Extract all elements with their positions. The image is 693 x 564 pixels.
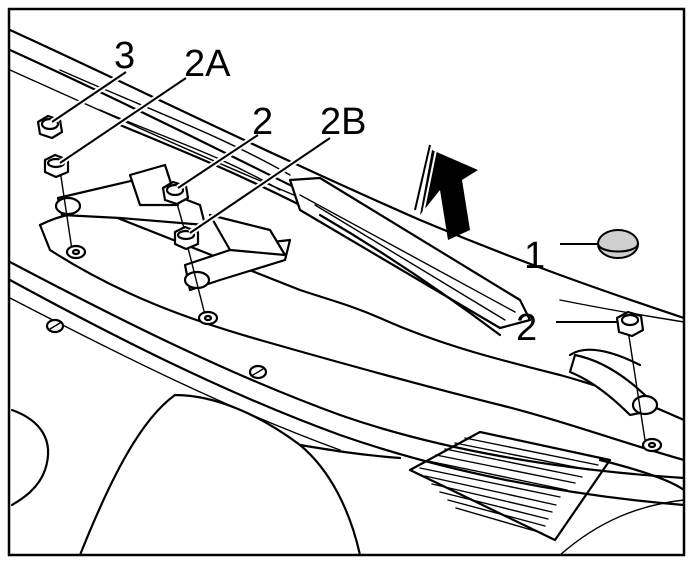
up-arrow-icon bbox=[414, 144, 478, 240]
hex-nut-icon bbox=[615, 310, 645, 338]
wiper-arm-right bbox=[568, 353, 659, 417]
callout-2a: 2A bbox=[184, 43, 231, 85]
callout-2-right: 2 bbox=[516, 307, 537, 349]
callout-leaders bbox=[50, 69, 618, 323]
diagram-frame bbox=[7, 7, 686, 557]
callout-1: 1 bbox=[524, 235, 545, 277]
callout-2: 2 bbox=[252, 101, 273, 143]
screw-slot-icons bbox=[45, 318, 268, 380]
vehicle-body-lines bbox=[8, 28, 686, 557]
cap-icon bbox=[597, 229, 639, 259]
callout-2b: 2B bbox=[320, 101, 366, 143]
callout-3: 3 bbox=[114, 35, 135, 77]
wiper-arm-middle bbox=[183, 176, 532, 337]
stud-lines bbox=[59, 169, 663, 453]
